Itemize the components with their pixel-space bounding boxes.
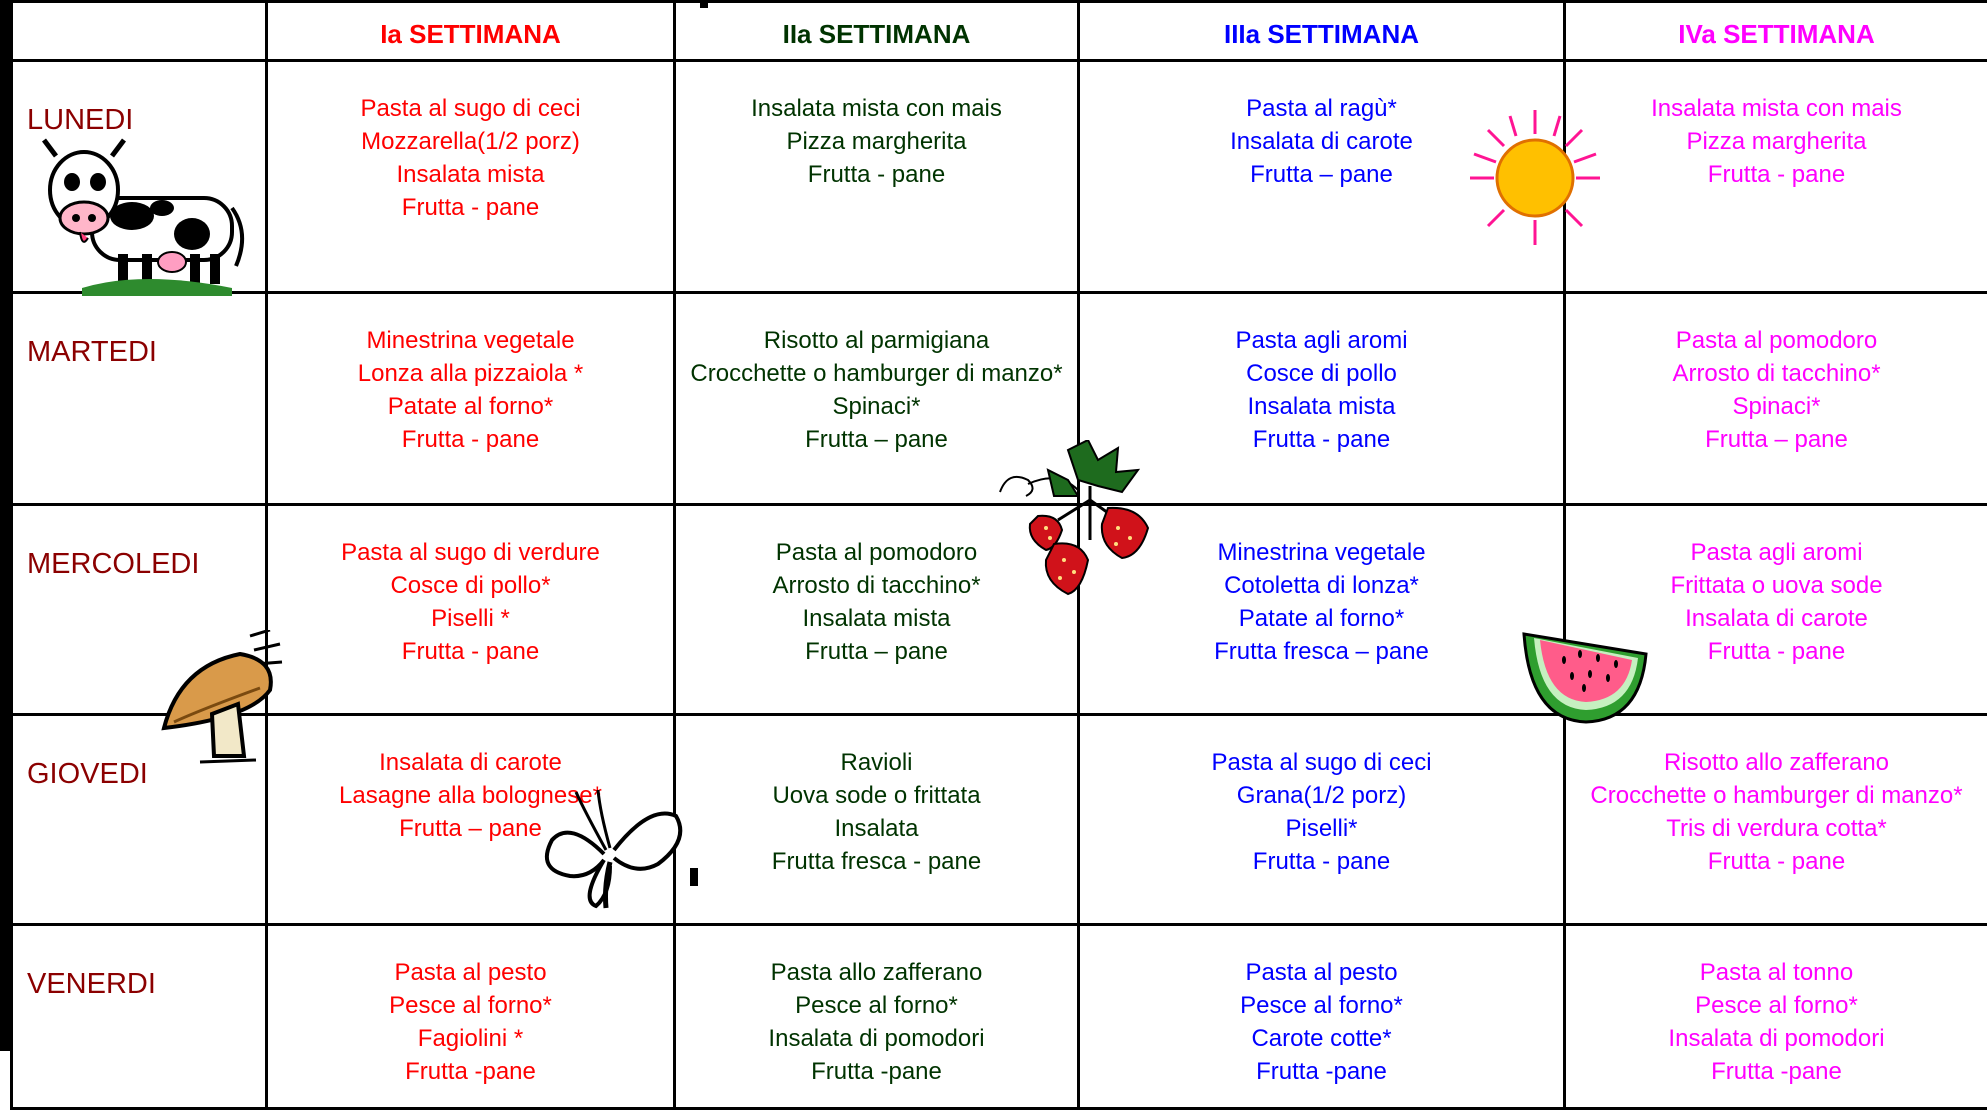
meal-item: Pesce al forno* bbox=[1566, 989, 1987, 1022]
meal-item: Insalata mista con mais bbox=[676, 92, 1077, 125]
day-label: MARTEDI bbox=[12, 293, 267, 505]
week-header-4: IVa SETTIMANA bbox=[1565, 2, 1987, 61]
meal-item: Insalata mista con mais bbox=[1566, 92, 1987, 125]
sun-icon bbox=[1470, 110, 1600, 245]
meal-item: Pizza margherita bbox=[1566, 125, 1987, 158]
meal-item: Spinaci* bbox=[676, 390, 1077, 423]
day-label: VENERDI bbox=[12, 925, 267, 1109]
title-fragment-lower bbox=[690, 868, 698, 886]
meal-item: Pizza margherita bbox=[676, 125, 1077, 158]
corner-cell bbox=[12, 2, 267, 61]
meal-item: Crocchette o hamburger di manzo* bbox=[676, 357, 1077, 390]
meal-item: Pasta al pesto bbox=[268, 956, 673, 989]
meal-item: Tris di verdura cotta* bbox=[1566, 812, 1987, 845]
meal-item: Uova sode o frittata bbox=[676, 779, 1077, 812]
meal-item: Pesce al forno* bbox=[1080, 989, 1563, 1022]
meal-item: Cosce di pollo bbox=[1080, 357, 1563, 390]
meal-item: Pasta al pesto bbox=[1080, 956, 1563, 989]
meal-item: Pasta al sugo di ceci bbox=[268, 92, 673, 125]
meal-item: Piselli * bbox=[268, 602, 673, 635]
title-fragment bbox=[700, 0, 708, 8]
meal-item: Pesce al forno* bbox=[268, 989, 673, 1022]
meal-item: Frutta fresca – pane bbox=[1080, 635, 1563, 668]
left-border bbox=[0, 0, 10, 1051]
meal-item: Frittata o uova sode bbox=[1566, 569, 1987, 602]
meal-item: Carote cotte* bbox=[1080, 1022, 1563, 1055]
meal-item: Frutta - pane bbox=[268, 635, 673, 668]
meal-item: Frutta - pane bbox=[1566, 158, 1987, 191]
meal-item: Pasta al sugo di verdure bbox=[268, 536, 673, 569]
meal-item: Minestrina vegetale bbox=[268, 324, 673, 357]
meal-item: Cosce di pollo* bbox=[268, 569, 673, 602]
week-header-1: Ia SETTIMANA bbox=[267, 2, 675, 61]
meal-item: Frutta - pane bbox=[1566, 845, 1987, 878]
meal-item: Insalata mista bbox=[1080, 390, 1563, 423]
meal-item: Frutta -pane bbox=[1566, 1055, 1987, 1088]
meal-item: Crocchette o hamburger di manzo* bbox=[1566, 779, 1987, 812]
meal-item: Insalata mista bbox=[268, 158, 673, 191]
meal-item: Lonza alla pizzaiola * bbox=[268, 357, 673, 390]
meal-item: Frutta -pane bbox=[676, 1055, 1077, 1088]
meal-item: Arrosto di tacchino* bbox=[1566, 357, 1987, 390]
strawberry-icon bbox=[998, 440, 1173, 600]
meal-item: Spinaci* bbox=[1566, 390, 1987, 423]
meal-item: Patate al forno* bbox=[268, 390, 673, 423]
meal-item: Frutta – pane bbox=[676, 635, 1077, 668]
meal-item: Insalata mista bbox=[676, 602, 1077, 635]
meal-item: Pasta al pomodoro bbox=[1566, 324, 1987, 357]
meal-item: Insalata di pomodori bbox=[676, 1022, 1077, 1055]
meal-item: Frutta - pane bbox=[676, 158, 1077, 191]
meal-item: Ravioli bbox=[676, 746, 1077, 779]
meal-item: Insalata bbox=[676, 812, 1077, 845]
meal-item: Risotto al parmigiana bbox=[676, 324, 1077, 357]
week-header-3: IIIa SETTIMANA bbox=[1079, 2, 1565, 61]
meal-item: Frutta - pane bbox=[268, 191, 673, 224]
meal-item: Mozzarella(1/2 porz) bbox=[268, 125, 673, 158]
menu-page: Ia SETTIMANA IIa SETTIMANA IIIa SETTIMAN… bbox=[0, 0, 1987, 1051]
meal-item: Pasta agli aromi bbox=[1566, 536, 1987, 569]
watermelon-icon bbox=[1520, 630, 1650, 725]
meal-item: Pasta al tonno bbox=[1566, 956, 1987, 989]
week-header-2: IIa SETTIMANA bbox=[675, 2, 1079, 61]
cow-icon bbox=[22, 138, 252, 296]
meal-item: Frutta - pane bbox=[268, 423, 673, 456]
meal-item: Frutta -pane bbox=[1080, 1055, 1563, 1088]
meal-item: Pesce al forno* bbox=[676, 989, 1077, 1022]
meal-item: Piselli* bbox=[1080, 812, 1563, 845]
meal-item: Frutta – pane bbox=[1566, 423, 1987, 456]
meal-item: Pasta allo zafferano bbox=[676, 956, 1077, 989]
meal-item: Pasta agli aromi bbox=[1080, 324, 1563, 357]
header-row: Ia SETTIMANA IIa SETTIMANA IIIa SETTIMAN… bbox=[12, 2, 1987, 61]
meal-item: Patate al forno* bbox=[1080, 602, 1563, 635]
butterfly-icon bbox=[540, 790, 690, 910]
meal-item: Insalata di pomodori bbox=[1566, 1022, 1987, 1055]
meal-item: Grana(1/2 porz) bbox=[1080, 779, 1563, 812]
meal-item: Frutta fresca - pane bbox=[676, 845, 1077, 878]
meal-item: Pasta al sugo di ceci bbox=[1080, 746, 1563, 779]
meal-item: Frutta - pane bbox=[1080, 845, 1563, 878]
meal-item: Risotto allo zafferano bbox=[1566, 746, 1987, 779]
mushroom-icon bbox=[160, 630, 310, 765]
meal-item: Frutta -pane bbox=[268, 1055, 673, 1088]
meal-item: Insalata di carote bbox=[268, 746, 673, 779]
meal-item: Fagiolini * bbox=[268, 1022, 673, 1055]
